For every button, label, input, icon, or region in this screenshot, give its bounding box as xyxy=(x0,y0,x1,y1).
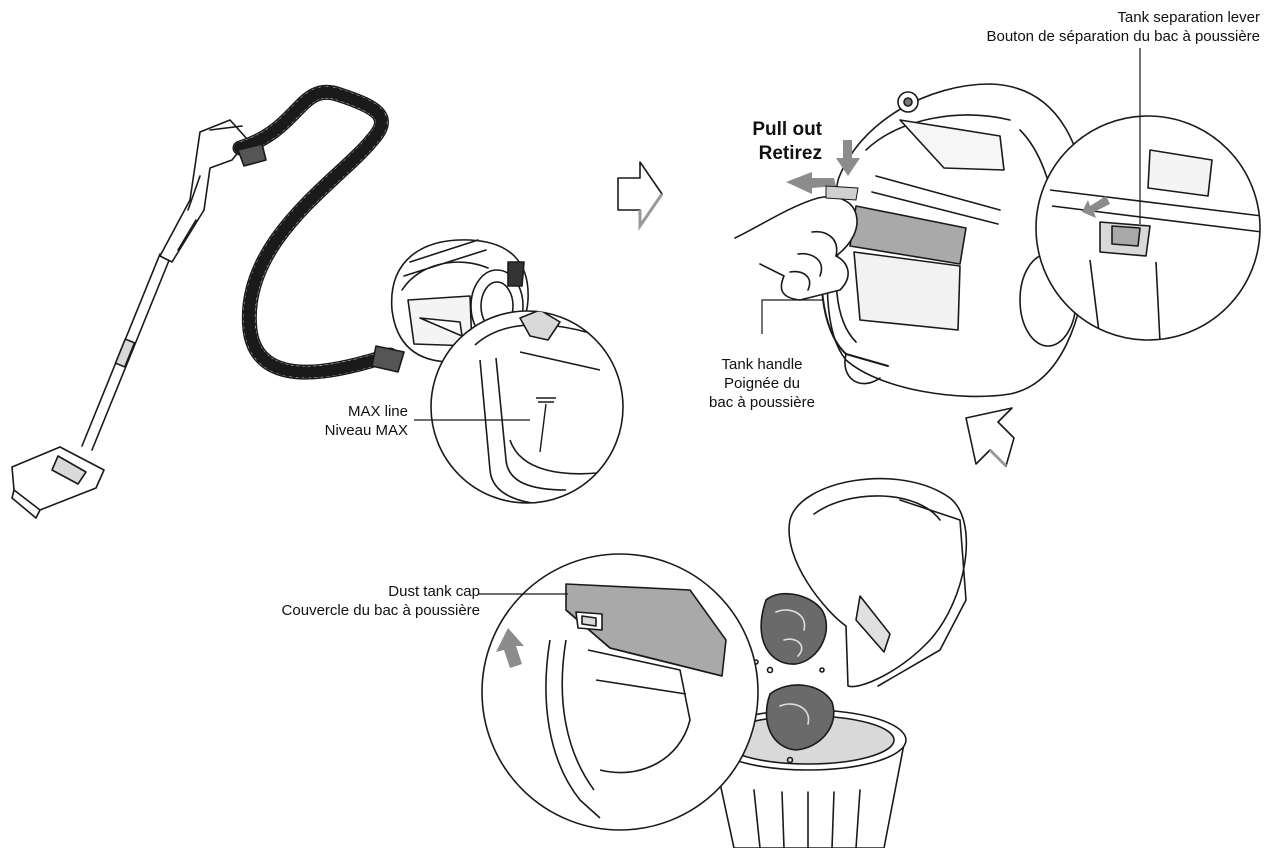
dust-clump-top xyxy=(760,592,828,665)
next-step-arrow-down-left xyxy=(965,407,1015,467)
tank-separation-lever xyxy=(1111,225,1141,247)
tank-removal-illustration xyxy=(734,83,1089,398)
lever-push-arrow xyxy=(1082,196,1110,218)
pull-out-label: Pull out Retirez xyxy=(752,119,822,164)
tank-separation-lever-zoom-circle xyxy=(1035,115,1261,341)
press-down-arrow xyxy=(836,140,860,176)
tank-handle-label: Tank handle Poignée du bac à poussière xyxy=(709,356,815,411)
max-line-mark xyxy=(536,397,556,453)
tank-handle-leader xyxy=(761,299,824,334)
max-line-label: MAX line Niveau MAX xyxy=(324,403,408,439)
dust-tank-emptying-illustration xyxy=(709,477,968,848)
max-line-zoom-circle xyxy=(430,310,624,504)
dust-clump-bottom xyxy=(765,684,835,751)
pull-out-arrow xyxy=(786,172,836,194)
cap-lift-arrow xyxy=(496,628,524,668)
dust-tank-cap-label: Dust tank cap Couvercle du bac à poussiè… xyxy=(281,583,480,619)
dust-tank-cap-zoom-circle xyxy=(481,553,759,831)
handle-slide-arrow xyxy=(825,185,859,201)
tank-separation-lever-label: Tank separation lever Bouton de séparati… xyxy=(986,9,1260,45)
